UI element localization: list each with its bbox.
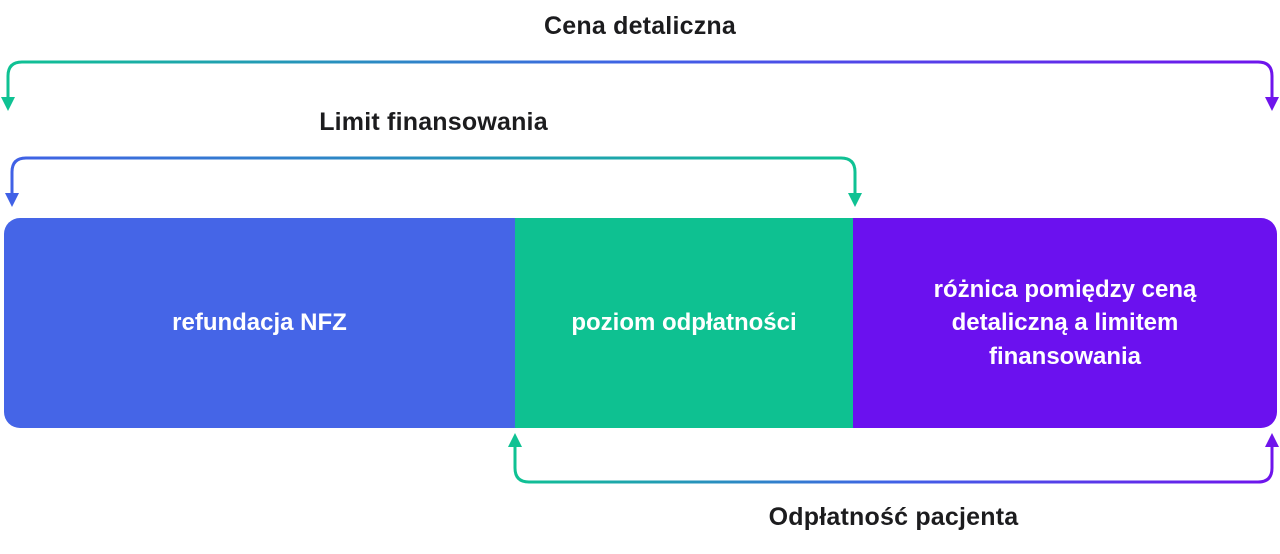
segment-copayment-level: poziom odpłatności <box>515 218 853 428</box>
price-composition-bar: refundacja NFZ poziom odpłatności różnic… <box>4 218 1277 428</box>
financing-limit-bracket-arc <box>10 156 857 196</box>
segment-nfz-refund: refundacja NFZ <box>4 218 515 428</box>
arrow-down-blue-icon <box>5 193 19 207</box>
patient-payment-bracket-arc <box>513 444 1274 484</box>
arrow-up-green-icon <box>508 433 522 447</box>
arrow-up-purple-icon <box>1265 433 1279 447</box>
segment-price-limit-difference-label: różnica pomiędzy ceną detaliczną a limit… <box>933 275 1197 370</box>
retail-price-bracket-arc <box>6 60 1274 100</box>
patient-payment-label: Odpłatność pacjenta <box>768 503 1019 531</box>
arrow-down-green-icon <box>848 193 862 207</box>
arrow-down-purple-icon <box>1265 97 1279 111</box>
segment-nfz-refund-label: refundacja NFZ <box>172 309 347 337</box>
financing-limit-label: Limit finansowania <box>319 108 548 136</box>
retail-price-label: Cena detaliczna <box>544 12 736 40</box>
segment-copayment-level-label: poziom odpłatności <box>571 309 797 337</box>
segment-price-limit-difference: różnica pomiędzy ceną detaliczną a limit… <box>853 218 1277 428</box>
